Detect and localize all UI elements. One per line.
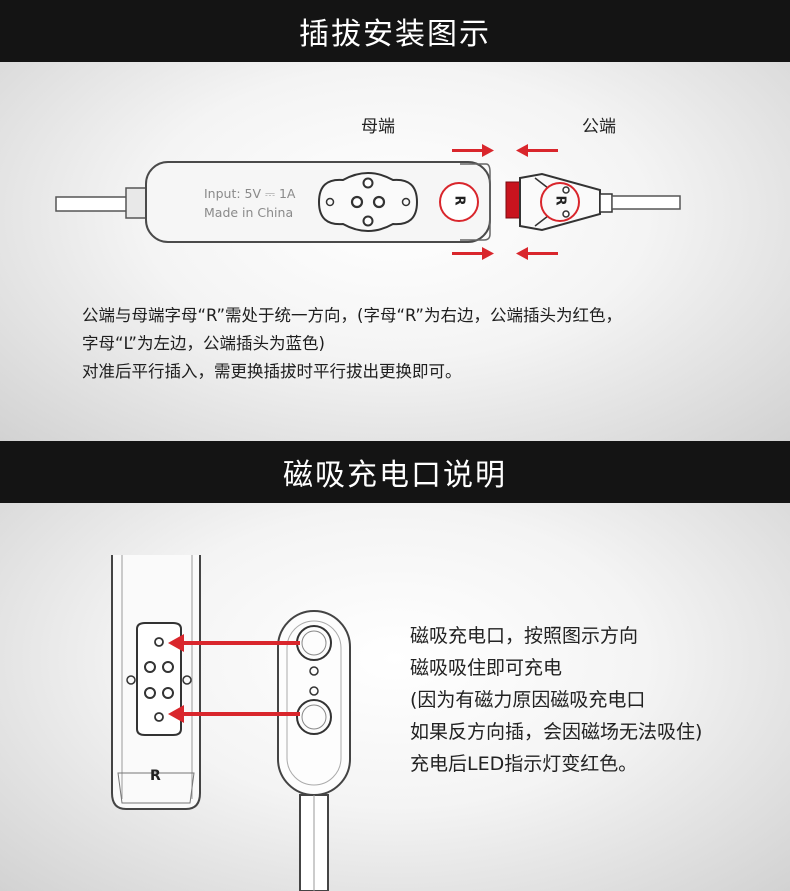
female-r-marker-circle — [439, 182, 479, 222]
device-r-letter: R — [150, 768, 161, 784]
magnetic-charger-head — [277, 610, 351, 796]
magnetic-desc-line-2: 磁吸吸住即可充电 — [410, 657, 563, 679]
install-diagram-panel: 母端 公端 Input: 5V ⎓ 1A Made in China R R 公… — [0, 62, 790, 441]
magnetic-desc-line-5: 充电后LED指示灯变红色。 — [410, 753, 638, 775]
section1-title: 插拔安装图示 — [299, 17, 491, 52]
male-end-label: 公端 — [582, 117, 616, 137]
device-origin-label: Made in China — [204, 205, 294, 220]
section1-title-banner: 插拔安装图示 — [0, 0, 790, 62]
section2-title: 磁吸充电口说明 — [283, 458, 507, 493]
insertion-arrows — [452, 144, 558, 260]
cable-strain-relief — [125, 187, 149, 219]
female-end-label: 母端 — [361, 117, 395, 137]
right-cable — [611, 195, 681, 210]
male-plug — [505, 172, 613, 232]
female-r-letter: R — [451, 195, 467, 206]
alignment-arrows — [168, 634, 300, 723]
magnetic-desc-line-3: (因为有磁力原因磁吸充电口 — [410, 689, 646, 711]
male-r-letter: R — [552, 195, 568, 206]
left-cable — [55, 196, 137, 212]
install-desc-line-1: 公端与母端字母“R”需处于统一方向，(字母“R”为右边，公端插头为红色， — [82, 306, 622, 325]
device-input-rating: Input: 5V ⎓ 1A — [204, 186, 296, 201]
magnetic-port-illustration — [111, 555, 351, 891]
install-desc-line-2: 字母“L”为左边，公端插头为蓝色) — [82, 334, 325, 353]
connector-illustration — [55, 144, 681, 260]
female-magnetic-pad — [317, 172, 419, 232]
magnetic-desc-line-1: 磁吸充电口，按照图示方向 — [410, 625, 639, 647]
section2-title-banner: 磁吸充电口说明 — [0, 441, 790, 503]
magnetic-desc-line-4: 如果反方向插，会因磁场无法吸住) — [410, 721, 703, 743]
device-charging-port — [126, 622, 192, 736]
install-desc-line-3: 对准后平行插入，需更换插拔时平行拔出更换即可。 — [82, 362, 462, 381]
magnetic-port-panel: R 磁吸充电口，按照图示方向 磁吸吸住即可充电 (因为有磁力原因磁吸充电口 如果… — [0, 503, 790, 891]
